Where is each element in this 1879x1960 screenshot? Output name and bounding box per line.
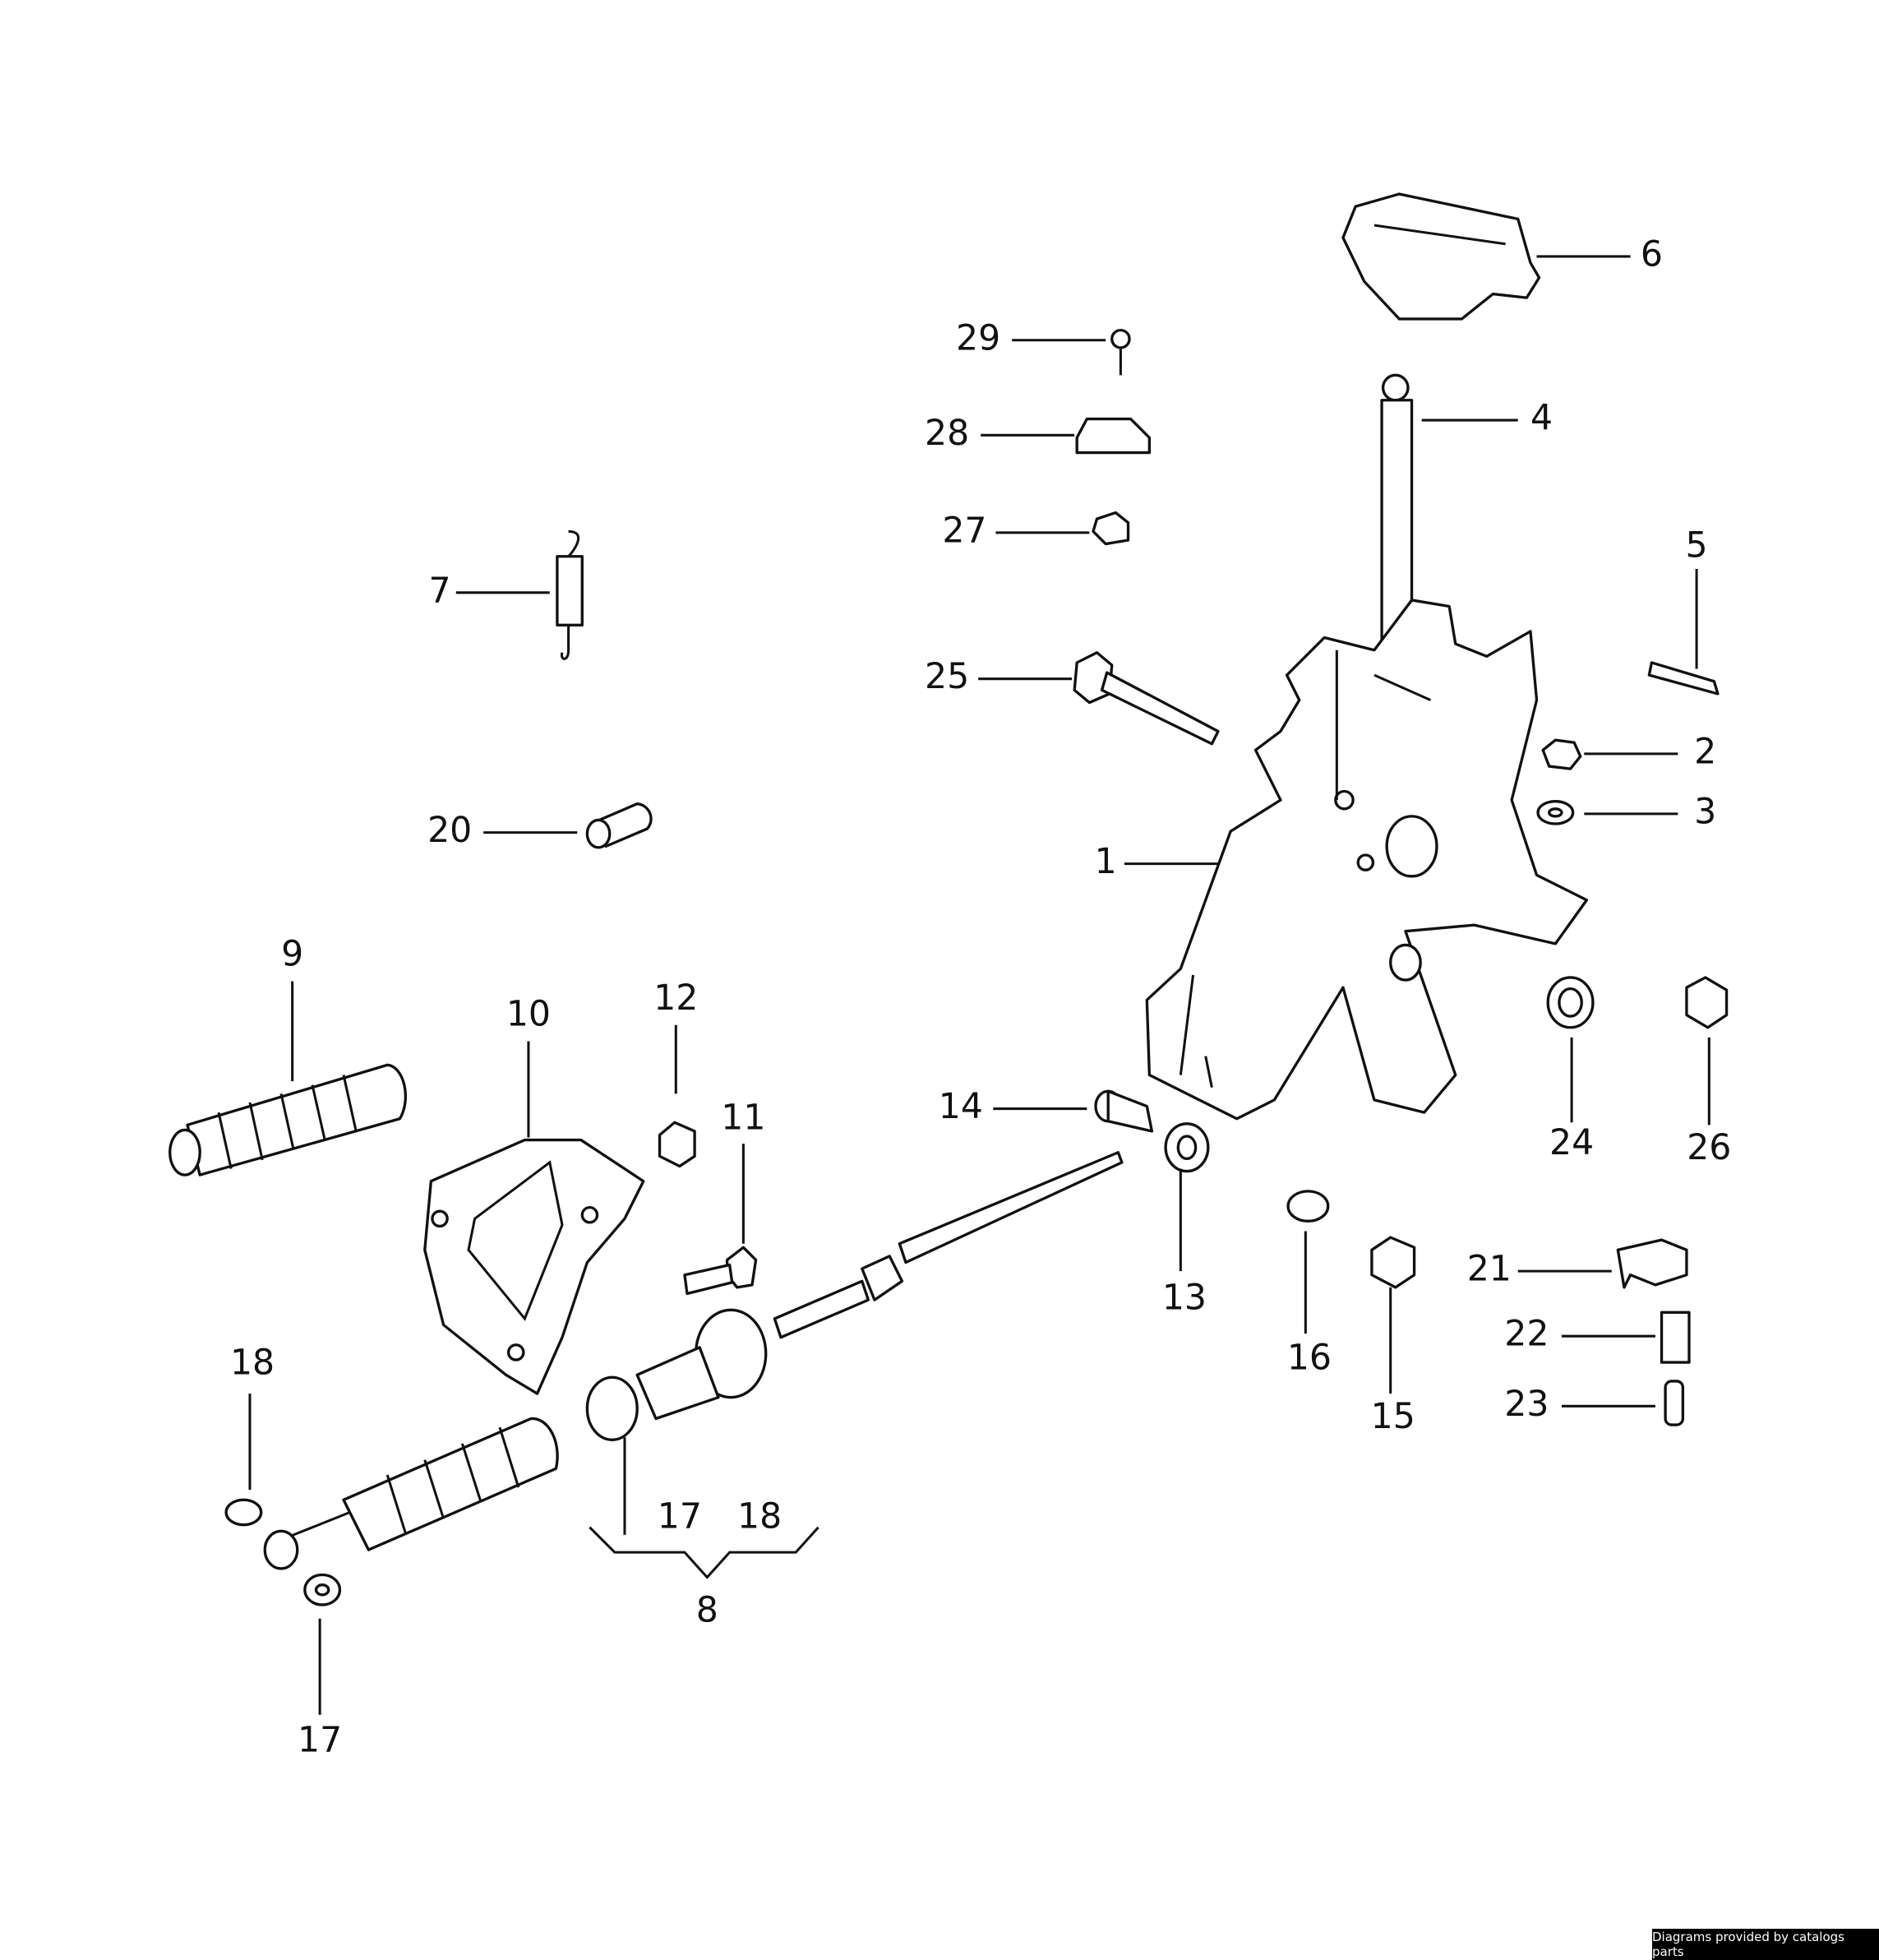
callout-14: 14 bbox=[939, 1087, 983, 1127]
part-5-pin[interactable] bbox=[1647, 661, 1720, 696]
part-22-pin[interactable] bbox=[1660, 1311, 1691, 1364]
credit-banner: Diagrams provided by catalogs parts bbox=[1652, 1929, 1879, 1960]
callout-4: 4 bbox=[1530, 399, 1553, 439]
part-10-plate[interactable] bbox=[423, 1138, 645, 1395]
callout-17-kit: 17 bbox=[658, 1497, 702, 1537]
callout-29: 29 bbox=[956, 318, 1000, 358]
callout-2: 2 bbox=[1694, 732, 1716, 772]
part-24-bushing[interactable] bbox=[1546, 976, 1595, 1029]
callout-18: 18 bbox=[230, 1343, 275, 1384]
part-8-cable[interactable] bbox=[287, 1151, 1124, 1551]
callout-20: 20 bbox=[427, 811, 472, 851]
part-15-nut[interactable] bbox=[1370, 1236, 1416, 1289]
part-25-bolt[interactable] bbox=[1073, 651, 1220, 746]
callout-15: 15 bbox=[1371, 1397, 1415, 1437]
callout-18-kit: 18 bbox=[737, 1497, 782, 1537]
callout-28: 28 bbox=[925, 414, 969, 454]
part-1-bracket[interactable] bbox=[1145, 599, 1589, 1121]
leader-lines bbox=[248, 255, 1710, 1715]
part-18-ring[interactable] bbox=[224, 1498, 263, 1527]
part-7-spring[interactable] bbox=[556, 529, 584, 660]
callout-9: 9 bbox=[281, 935, 303, 975]
part-13-bushing[interactable] bbox=[1164, 1122, 1210, 1173]
part-3-washer[interactable] bbox=[1536, 799, 1575, 825]
callout-1: 1 bbox=[1095, 842, 1117, 882]
callout-13: 13 bbox=[1162, 1278, 1207, 1319]
part-21-clip[interactable] bbox=[1616, 1238, 1688, 1289]
callout-17: 17 bbox=[298, 1721, 342, 1761]
part-27-clip[interactable] bbox=[1092, 511, 1130, 546]
callout-21: 21 bbox=[1467, 1250, 1512, 1290]
callout-26: 26 bbox=[1687, 1128, 1731, 1168]
part-11-bolt[interactable] bbox=[683, 1246, 758, 1296]
callout-11: 11 bbox=[721, 1098, 765, 1139]
callout-25: 25 bbox=[925, 657, 969, 697]
part-29-screw[interactable] bbox=[1110, 328, 1131, 376]
callout-12: 12 bbox=[653, 978, 698, 1019]
callout-6: 6 bbox=[1641, 234, 1663, 275]
part-20-bushing[interactable] bbox=[585, 802, 653, 849]
callout-16: 16 bbox=[1287, 1338, 1332, 1379]
part-12-nut[interactable] bbox=[658, 1121, 696, 1168]
callout-7: 7 bbox=[428, 571, 450, 611]
part-14-pin[interactable] bbox=[1094, 1089, 1154, 1133]
part-28-block[interactable] bbox=[1075, 417, 1152, 455]
callout-5: 5 bbox=[1686, 526, 1708, 566]
callout-8: 8 bbox=[696, 1591, 718, 1631]
part-6-shift-knob[interactable] bbox=[1341, 192, 1541, 321]
callout-27: 27 bbox=[942, 511, 986, 551]
part-2-nut[interactable] bbox=[1541, 738, 1582, 770]
callout-3: 3 bbox=[1694, 792, 1716, 832]
part-17-washer[interactable] bbox=[263, 1529, 342, 1606]
part-9-boot[interactable] bbox=[169, 1063, 408, 1176]
part-16-spring-washer[interactable] bbox=[1286, 1190, 1330, 1223]
callout-10: 10 bbox=[506, 995, 551, 1035]
callout-24: 24 bbox=[1549, 1123, 1594, 1163]
callout-22: 22 bbox=[1504, 1315, 1549, 1355]
part-23-pin[interactable] bbox=[1664, 1380, 1685, 1426]
part-26-nut[interactable] bbox=[1685, 976, 1729, 1029]
callout-23: 23 bbox=[1504, 1384, 1549, 1425]
